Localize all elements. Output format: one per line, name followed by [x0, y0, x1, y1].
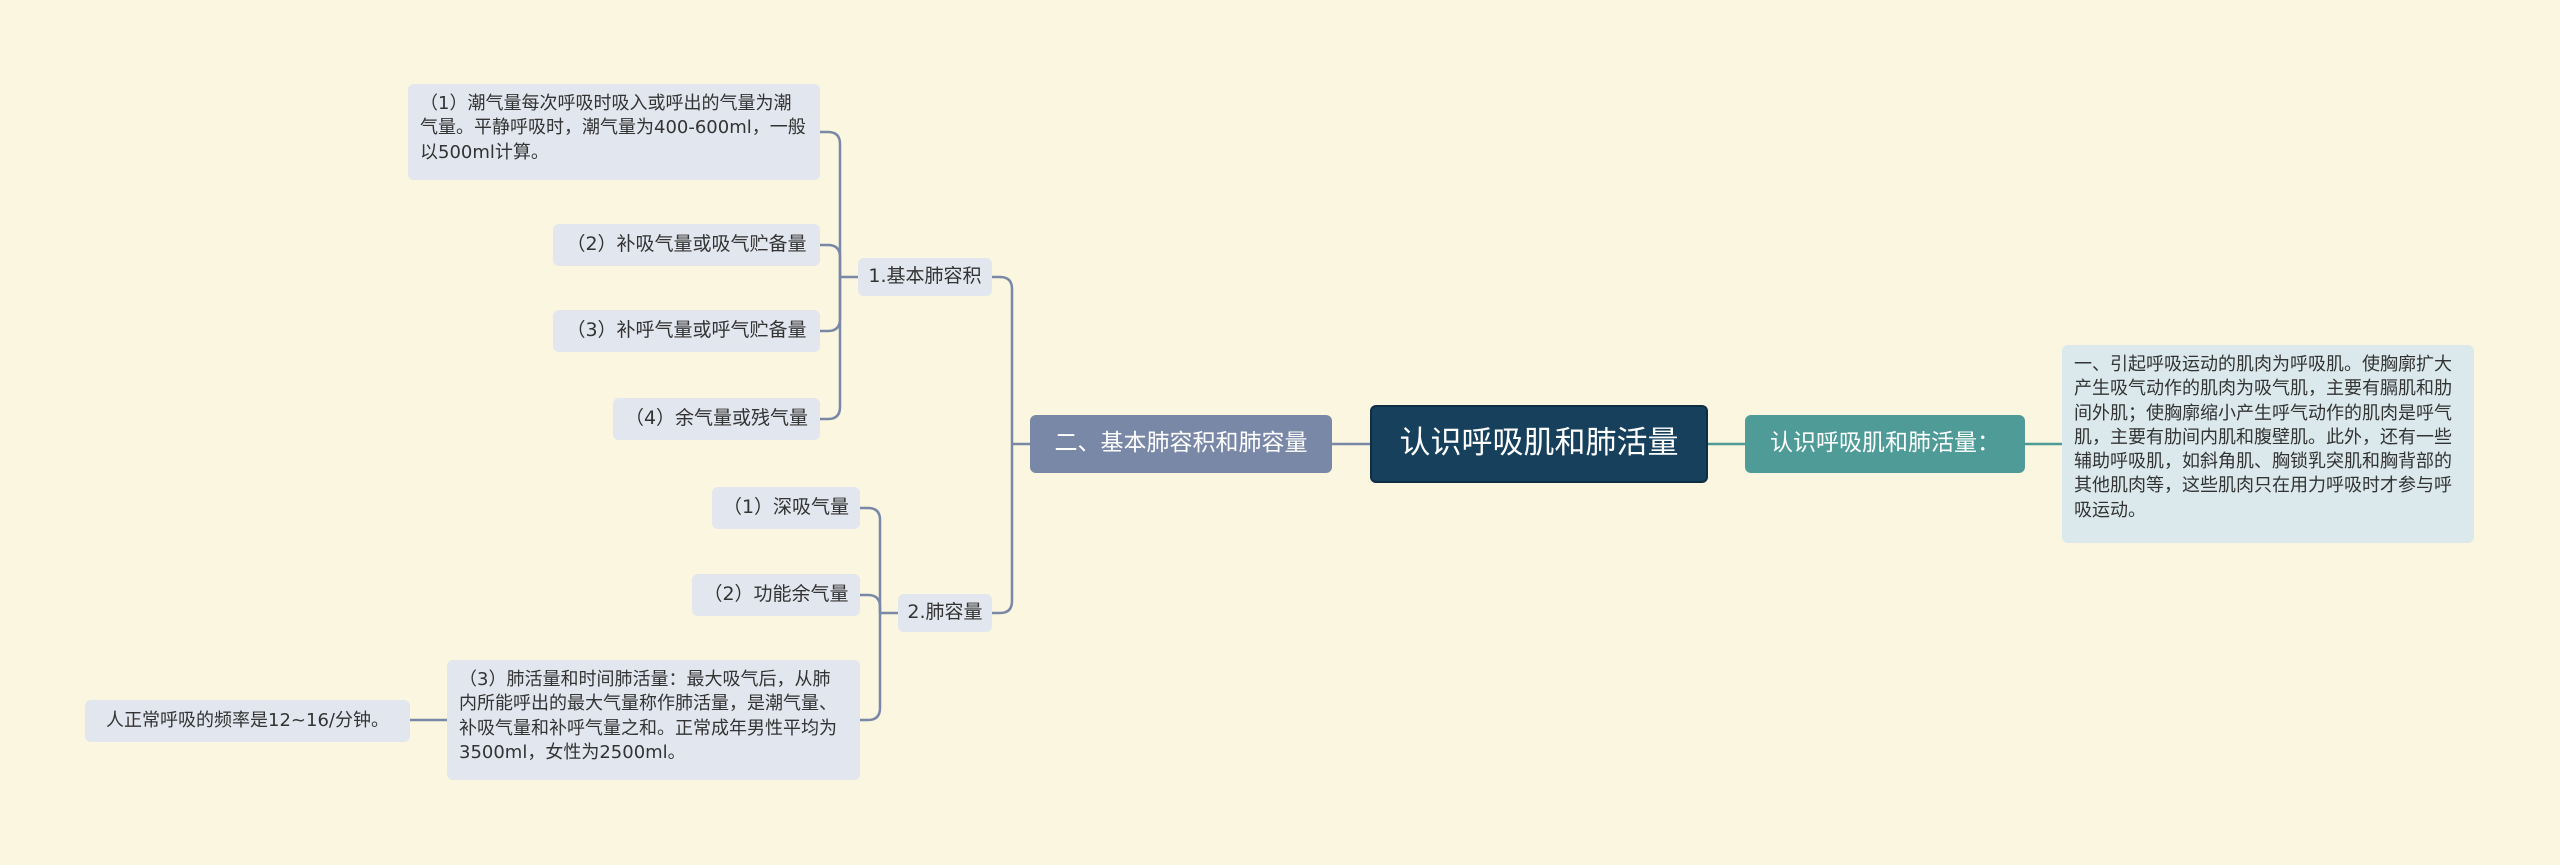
subtopic-basic-lung-volume[interactable]: 1.基本肺容积: [858, 258, 992, 296]
leaf-vital-capacity[interactable]: （3）肺活量和时间肺活量：最大吸气后，从肺内所能呼出的最大气量称作肺活量，是潮气…: [447, 660, 860, 780]
connector-to-sub1: [992, 275, 1014, 444]
connector-sub2-leaf-2: [860, 593, 882, 613]
leaf-residual-volume[interactable]: （4）余气量或残气量: [613, 398, 820, 440]
connector-sub1-leaf-2: [820, 243, 842, 277]
connector-sub1-leaf-4: [820, 277, 842, 421]
right-branch-detail[interactable]: 一、引起呼吸运动的肌肉为呼吸肌。使胸廓扩大产生吸气动作的肌肉为吸气肌，主要有膈肌…: [2062, 345, 2474, 543]
subtopic-lung-capacity[interactable]: 2.肺容量: [898, 594, 992, 632]
connector-sub2-leaf-3: [860, 613, 882, 722]
left-branch-topic[interactable]: 二、基本肺容积和肺容量: [1030, 415, 1332, 473]
leaf-expiratory-reserve[interactable]: （3）补呼气量或呼气贮备量: [553, 310, 820, 352]
leaf-inspiratory-reserve[interactable]: （2）补吸气量或吸气贮备量: [553, 224, 820, 266]
leaf-functional-residual[interactable]: （2）功能余气量: [692, 574, 860, 616]
connector-sub2-leaf-1: [860, 506, 882, 613]
connector-sub1-leaf-1: [820, 130, 842, 277]
right-branch-topic[interactable]: 认识呼吸肌和肺活量：: [1745, 415, 2025, 473]
note-breathing-rate[interactable]: 人正常呼吸的频率是12~16/分钟。: [85, 700, 410, 742]
central-topic[interactable]: 认识呼吸肌和肺活量: [1370, 405, 1708, 483]
connector-sub1-leaf-3: [820, 277, 842, 333]
leaf-inspiratory-capacity[interactable]: （1）深吸气量: [712, 487, 860, 529]
leaf-tidal-volume[interactable]: （1）潮气量每次呼吸时吸入或呼出的气量为潮气量。平静呼吸时，潮气量为400-60…: [408, 84, 820, 180]
connector-to-sub2: [992, 444, 1014, 615]
